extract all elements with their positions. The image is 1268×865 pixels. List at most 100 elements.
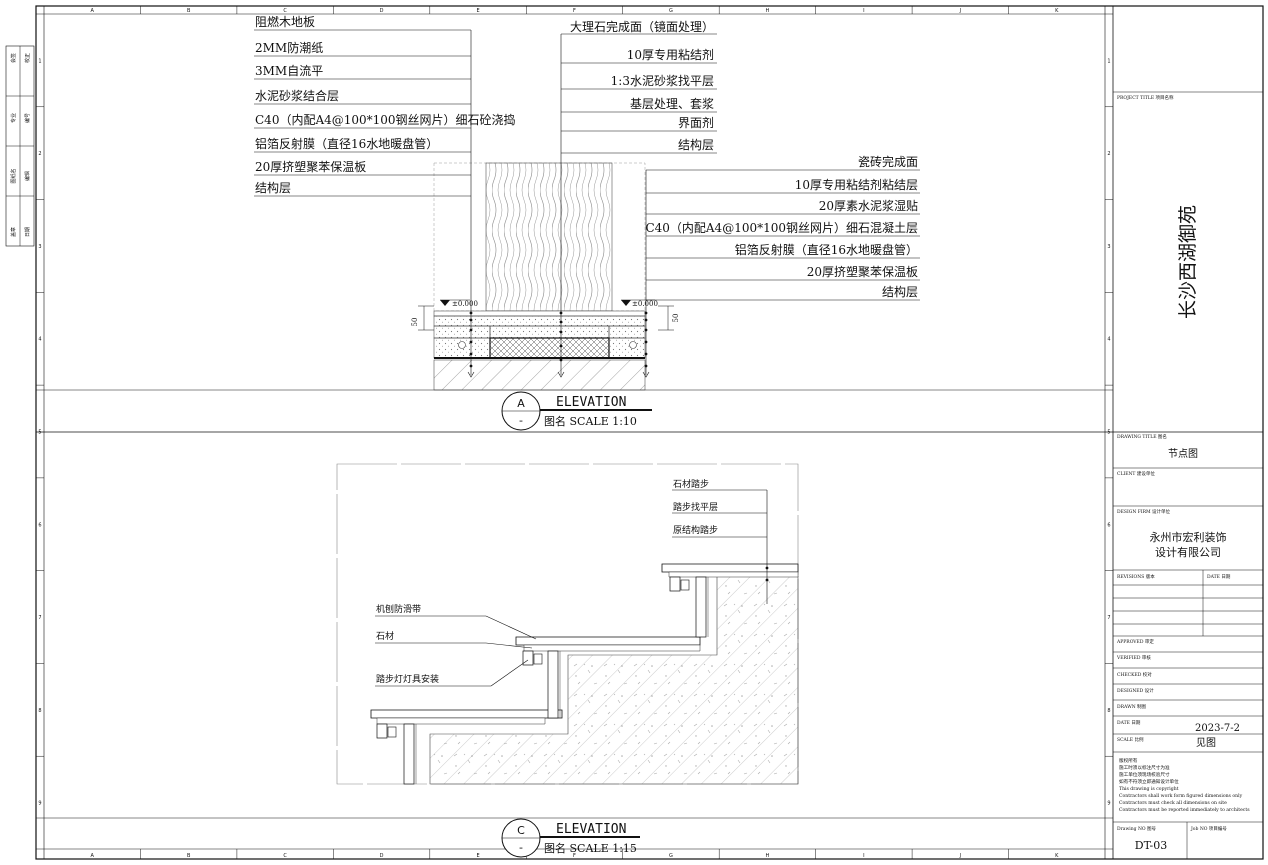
grid-column-letter: A bbox=[91, 853, 95, 859]
grid-column-letter: F bbox=[573, 853, 576, 859]
material-label: 2MM防潮纸 bbox=[255, 40, 323, 55]
section-title-c: ELEVATION bbox=[556, 822, 626, 837]
grid-row-number: 8 bbox=[1107, 708, 1110, 714]
stamp-text: 编辑 bbox=[24, 171, 31, 181]
stamp-text: 校正 bbox=[24, 53, 31, 63]
material-label: 结构层 bbox=[678, 137, 714, 152]
note-line: This drawing is copyright bbox=[1119, 786, 1179, 792]
grid-column-letter: C bbox=[283, 853, 287, 859]
approved-row: APPROVED 审定 bbox=[1116, 638, 1154, 645]
stamp-text: 日期 bbox=[25, 227, 31, 237]
grid-column-letter: J bbox=[959, 853, 961, 859]
grid-column-letter: A bbox=[91, 8, 95, 14]
grid-row-number: 3 bbox=[1107, 244, 1110, 250]
note-line: Contractors must check all dimensions on… bbox=[1119, 800, 1227, 806]
grid-row-number: 1 bbox=[38, 58, 41, 64]
material-label: 10厚专用粘结剂 bbox=[627, 47, 714, 62]
bubble-sub: - bbox=[519, 841, 523, 854]
grid-column-letter: J bbox=[959, 8, 961, 14]
note-line: 施工单位须现场校验尺寸 bbox=[1119, 771, 1170, 778]
copyright-notes: 版权所有施工时须以标注尺寸为准施工单位须现场校验尺寸如有不符须立即通知设计单位T… bbox=[1119, 757, 1250, 813]
material-label: 界面剂 bbox=[678, 115, 714, 130]
design-firm-name: 设计有限公司 bbox=[1155, 545, 1221, 559]
grid-row-number: 8 bbox=[38, 708, 41, 714]
step-lamp bbox=[669, 576, 681, 592]
wood-floor-block bbox=[485, 162, 613, 312]
side-stamp-table: 会签 校正 专业 编号 图纸名 编辑 盖章 日期 bbox=[5, 45, 35, 247]
grid-column-letter: H bbox=[766, 8, 770, 14]
material-label: 20厚挤塑聚苯保温板 bbox=[255, 159, 366, 174]
revisions-label: REVISIONS 版本 bbox=[1117, 573, 1155, 580]
stamp-text: 会签 bbox=[10, 53, 17, 63]
grid-row-number: 4 bbox=[38, 337, 41, 343]
drawing-number: DT-03 bbox=[1135, 839, 1167, 852]
material-label: 阻燃木地板 bbox=[255, 14, 315, 29]
client-label: CLIENT 建设单位 bbox=[1117, 470, 1155, 477]
note-line: 施工时须以标注尺寸为准 bbox=[1119, 764, 1170, 771]
note-line: Contractors must be reported immediately… bbox=[1119, 807, 1250, 813]
design-firm-name: 永州市宏利装饰 bbox=[1150, 530, 1227, 544]
grid-column-letter: F bbox=[573, 8, 576, 14]
stamp-text: 盖章 bbox=[10, 227, 17, 237]
structure-layer bbox=[433, 359, 646, 391]
section-scale-c: 图名 SCALE 1:15 bbox=[544, 841, 637, 855]
grid-row-number: 7 bbox=[1107, 615, 1110, 621]
grid-column-letter: K bbox=[1055, 8, 1059, 14]
material-label: 大理石完成面（镜面处理） bbox=[570, 19, 714, 34]
grid-column-letter: I bbox=[863, 853, 864, 859]
step-lamp bbox=[522, 650, 534, 666]
grid-column-letter: C bbox=[283, 8, 287, 14]
material-label: C40（内配A4@100*100钢丝网片）细石混凝土层 bbox=[645, 220, 918, 235]
bubble-letter: C bbox=[517, 824, 525, 837]
grid-row-number: 6 bbox=[38, 522, 41, 528]
grid-frame bbox=[35, 5, 1114, 860]
scale-row-label: SCALE 比例 bbox=[1117, 736, 1144, 743]
grid-row-number: 5 bbox=[1107, 430, 1110, 436]
drawn-row: DRAWN 制图 bbox=[1117, 703, 1147, 710]
grid-row-number: 1 bbox=[1107, 58, 1110, 64]
level-mark-right: ±0.000 bbox=[632, 300, 658, 308]
stamp-text: 专业 bbox=[10, 113, 17, 123]
material-label: 结构层 bbox=[882, 284, 918, 299]
note-line: Contractors shall work form figured dime… bbox=[1119, 793, 1243, 799]
scale-value: 见图 bbox=[1196, 737, 1216, 749]
checked-row: CHECKED 校对 bbox=[1117, 671, 1152, 678]
drawing-title-label: DRAWING TITLE 图名 bbox=[1117, 433, 1167, 440]
stair-label: 原结构踏步 bbox=[673, 524, 718, 536]
drawing-title: 节点图 bbox=[1168, 448, 1198, 460]
date-column-label: DATE 日期 bbox=[1207, 574, 1231, 580]
material-label: 3MM自流平 bbox=[255, 64, 323, 78]
title-block: PROJECT TITLE 项目名称 长沙西湖御苑 DRAWING TITLE … bbox=[1113, 91, 1263, 859]
stair-label: 石材踏步 bbox=[673, 478, 709, 490]
material-label: 铝箔反射膜（直径16水地暖盘管） bbox=[735, 242, 918, 257]
grid-column-letter: B bbox=[187, 853, 191, 859]
insulation-board bbox=[489, 337, 610, 359]
material-label: 1:3水泥砂浆找平层 bbox=[611, 73, 714, 88]
section-title-a: ELEVATION bbox=[556, 395, 626, 410]
step-lamp bbox=[376, 723, 388, 739]
stamp-text: 图纸名 bbox=[10, 168, 17, 183]
project-name: 长沙西湖御苑 bbox=[1177, 205, 1199, 319]
note-line: 如有不符须立即通知设计单位 bbox=[1119, 778, 1179, 785]
bubble-sub: - bbox=[519, 414, 523, 427]
grid-column-letter: K bbox=[1055, 853, 1059, 859]
material-label: 10厚专用粘结剂粘结层 bbox=[795, 177, 918, 192]
stair-label: 踏步找平层 bbox=[673, 501, 718, 513]
material-label: C40（内配A4@100*100钢丝网片）细石砼浇捣 bbox=[255, 112, 516, 127]
grid-row-number: 3 bbox=[38, 244, 41, 250]
job-no-label: Job NO 项目编号 bbox=[1190, 825, 1227, 832]
grid-row-number: 9 bbox=[1107, 801, 1110, 807]
dimension-left: 50 bbox=[411, 318, 419, 327]
date-value: 2023-7-2 bbox=[1195, 723, 1240, 734]
grid-row-number: 2 bbox=[38, 151, 41, 157]
project-title-label: PROJECT TITLE 项目名称 bbox=[1117, 94, 1174, 101]
drawing-no-label: Drawing NO 图号 bbox=[1117, 826, 1156, 832]
grid-column-letter: G bbox=[669, 853, 673, 859]
material-label: 瓷砖完成面 bbox=[858, 154, 918, 169]
section-a-floor-detail: ±0.000 ±0.000 50 50 bbox=[254, 14, 920, 431]
level-mark-left: ±0.000 bbox=[452, 300, 478, 308]
grid-column-letter: D bbox=[380, 8, 384, 14]
material-label: 20厚素水泥浆湿贴 bbox=[819, 198, 918, 213]
